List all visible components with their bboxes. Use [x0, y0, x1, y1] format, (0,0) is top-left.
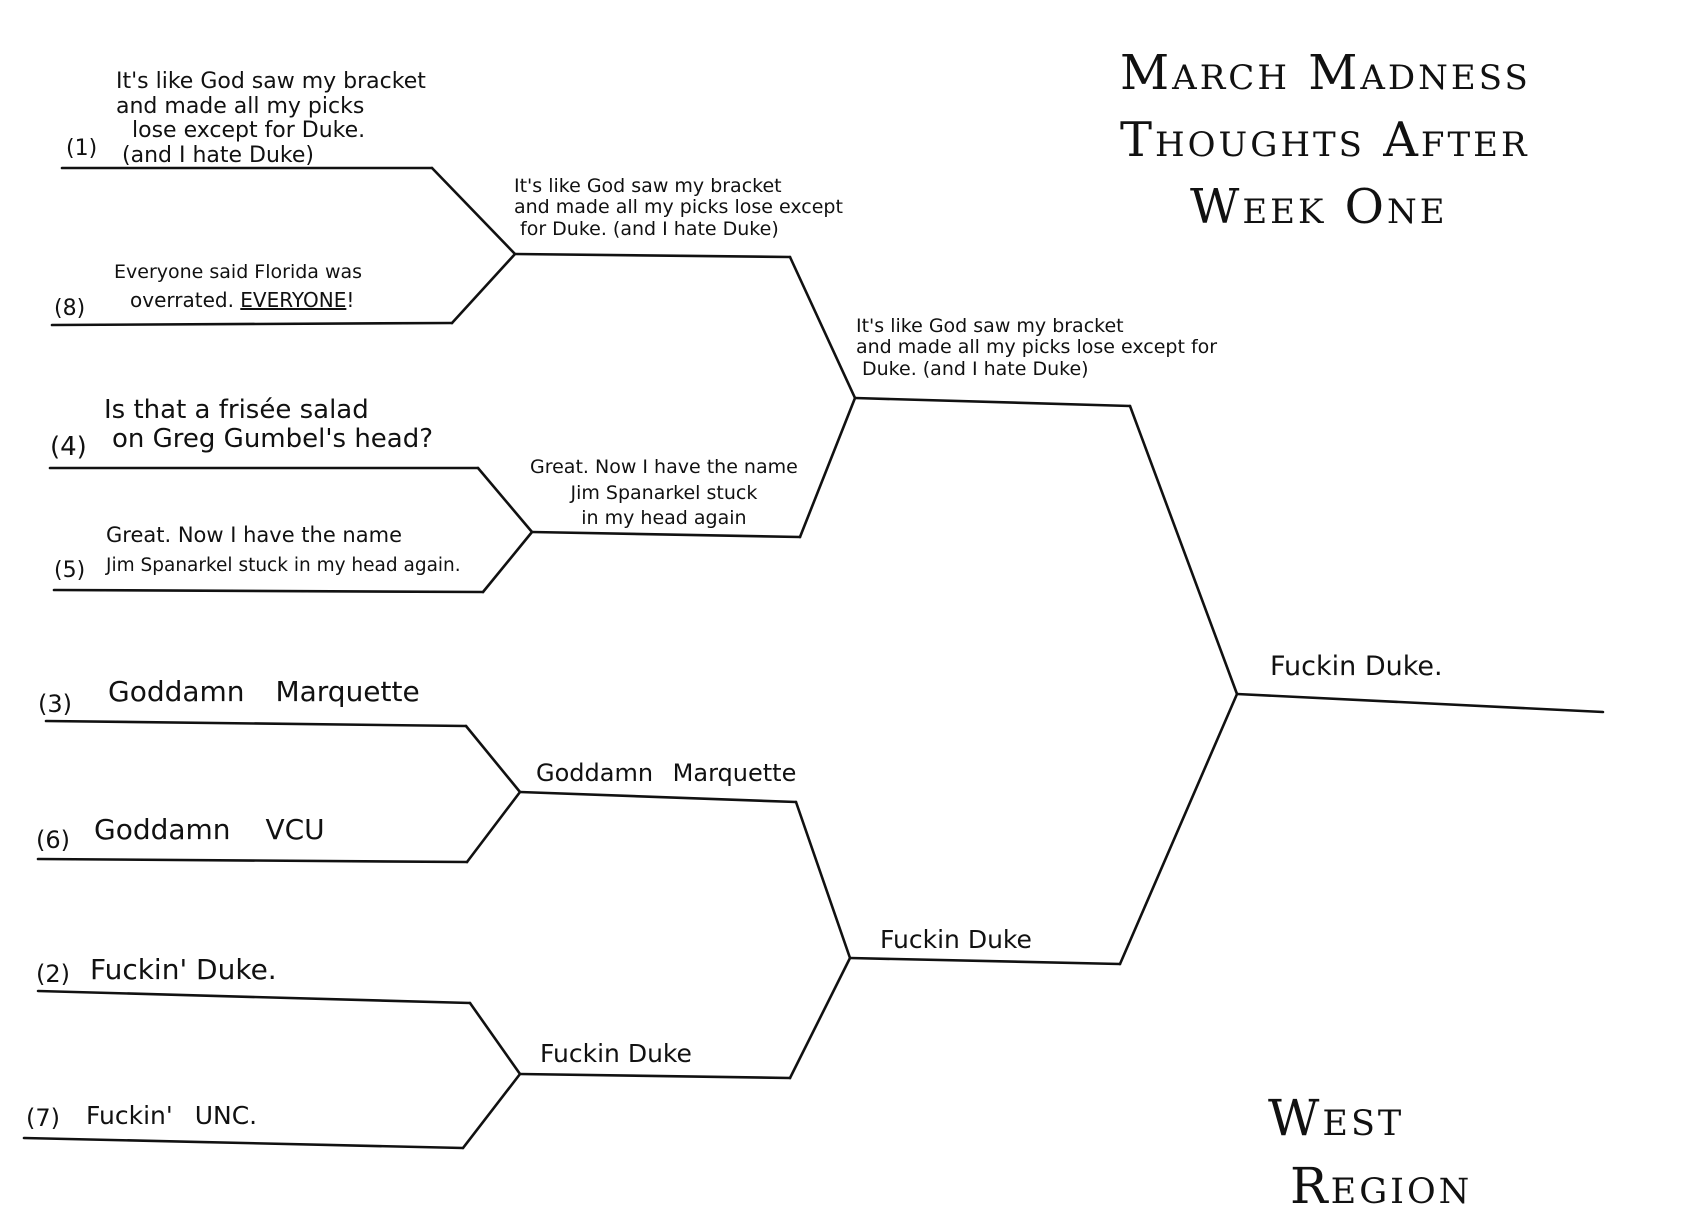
title-line-1: March Madness: [1120, 45, 1531, 101]
title-line-2: Thoughts After: [1120, 112, 1530, 169]
r2-entry-3: Goddamn Marquette: [536, 760, 796, 787]
slot-line-r3-b: [848, 956, 1122, 966]
r2-entry-1: It's like God saw my bracket and made al…: [514, 175, 843, 240]
r1-entry-5-line-1: Goddamn Marquette: [108, 675, 420, 708]
r3-entry-1-line-3: Duke. (and I hate Duke): [862, 357, 1089, 380]
r3-entry-2-line-1: Fuckin Duke: [880, 925, 1032, 954]
r1-entry-6-line-1: Goddamn VCU: [94, 813, 325, 846]
r1-entry-1-line-4: (and I hate Duke): [122, 142, 314, 168]
r2-entry-2-line-1: Great. Now I have the name: [530, 456, 798, 478]
seed-1: (1): [66, 136, 98, 161]
slot-line-r2-d: [518, 1072, 792, 1080]
slot-line-final: [1235, 692, 1605, 714]
slot-line-seed-6: [36, 857, 469, 864]
region-line-2: Region: [1290, 1156, 1473, 1215]
r3-entry-1-line-1: It's like God saw my bracket: [856, 315, 1124, 337]
connector-r1-c: [464, 724, 522, 864]
r1-entry-8-line-1: Fuckin' UNC.: [86, 1101, 258, 1130]
connector-r1-b: [476, 466, 534, 594]
r2-entry-1-line-2: and made all my picks lose except: [514, 196, 843, 219]
seed-5: (5): [54, 558, 86, 583]
r1-entry-5: Goddamn Marquette: [108, 675, 420, 708]
seed-2: (2): [36, 960, 70, 988]
connector-r2-a: [788, 255, 857, 539]
connector-r2-b: [788, 800, 852, 1080]
seed-7: (7): [26, 1104, 60, 1132]
r1-entry-2-emphasis: EVERYONE: [240, 288, 347, 313]
slot-line-seed-7: [22, 1136, 465, 1150]
r1-entry-4-line-2: Jim Spanarkel stuck in my head again.: [106, 554, 461, 576]
r3-entry-1-line-2: and made all my picks lose except for: [856, 336, 1218, 359]
r1-entry-4-line-1: Great. Now I have the name: [106, 523, 402, 547]
r1-entry-7: Fuckin' Duke.: [90, 953, 277, 986]
r1-entry-1: It's like God saw my bracket and made al…: [116, 69, 426, 169]
r3-entry-1: It's like God saw my bracket and made al…: [856, 315, 1218, 380]
r1-entry-1-line-2: and made all my picks: [116, 93, 365, 119]
final-winner-label: Fuckin Duke.: [1270, 651, 1443, 682]
r2-entry-4-line-1: Fuckin Duke: [540, 1039, 692, 1068]
r1-entry-3-line-1: Is that a frisée salad: [104, 395, 369, 425]
seed-3: (3): [38, 690, 72, 718]
r1-entry-2-prefix: overrated.: [130, 288, 241, 313]
r2-entry-1-line-3: for Duke. (and I hate Duke): [520, 217, 779, 240]
slot-line-r3-a: [853, 396, 1132, 408]
r1-entry-3-line-2: on Greg Gumbel's head?: [112, 424, 434, 455]
r2-entry-4: Fuckin Duke: [540, 1040, 692, 1068]
r2-entry-1-line-1: It's like God saw my bracket: [514, 175, 782, 197]
slot-line-seed-8: [50, 321, 454, 327]
region-line-1: West: [1268, 1089, 1405, 1147]
slot-line-r2-b: [530, 530, 802, 539]
r1-entry-2-line-1: Everyone said Florida was: [114, 261, 363, 283]
r3-entry-2: Fuckin Duke: [880, 926, 1032, 954]
r1-entry-6: Goddamn VCU: [94, 813, 325, 846]
r2-entry-2: Great. Now I have the name Jim Spanarkel…: [530, 455, 798, 532]
slot-line-r2-c: [518, 790, 798, 804]
r2-entry-2-line-2: Jim Spanarkel stuck: [570, 481, 758, 504]
r1-entry-4: Great. Now I have the name Jim Spanarkel…: [106, 523, 461, 576]
r1-entry-7-line-1: Fuckin' Duke.: [90, 953, 277, 986]
seed-6: (6): [36, 826, 70, 854]
r1-entry-2-suffix: !: [346, 288, 355, 313]
slot-line-seed-5: [52, 588, 485, 594]
r2-entry-2-line-3: in my head again: [581, 507, 747, 530]
connector-r1-a: [430, 166, 517, 325]
connector-r3: [1118, 404, 1239, 966]
r1-entry-1-line-1: It's like God saw my bracket: [116, 69, 426, 94]
r2-entry-3-line-1: Goddamn Marquette: [536, 759, 797, 787]
final-winner: Fuckin Duke.: [1270, 651, 1443, 682]
r1-entry-2-line-2: overrated. EVERYONE!: [114, 289, 362, 311]
seed-8: (8): [54, 296, 86, 321]
r1-entry-1-line-3: lose except for Duke.: [132, 118, 366, 144]
connector-r1-d: [461, 1001, 522, 1150]
slot-line-seed-3: [44, 719, 468, 728]
page-title: March Madness Thoughts After Week One: [1120, 40, 1531, 242]
slot-line-seed-2: [36, 989, 472, 1005]
r1-entry-8: Fuckin' UNC.: [86, 1102, 257, 1130]
r1-entry-3: Is that a frisée salad on Greg Gumbel's …: [104, 395, 434, 455]
r1-entry-2: Everyone said Florida was overrated. EVE…: [114, 261, 363, 312]
slot-line-r2-a: [513, 252, 792, 259]
title-line-3: Week One: [1190, 179, 1448, 236]
region-label: West Region: [1268, 1085, 1472, 1220]
seed-4: (4): [50, 432, 87, 462]
